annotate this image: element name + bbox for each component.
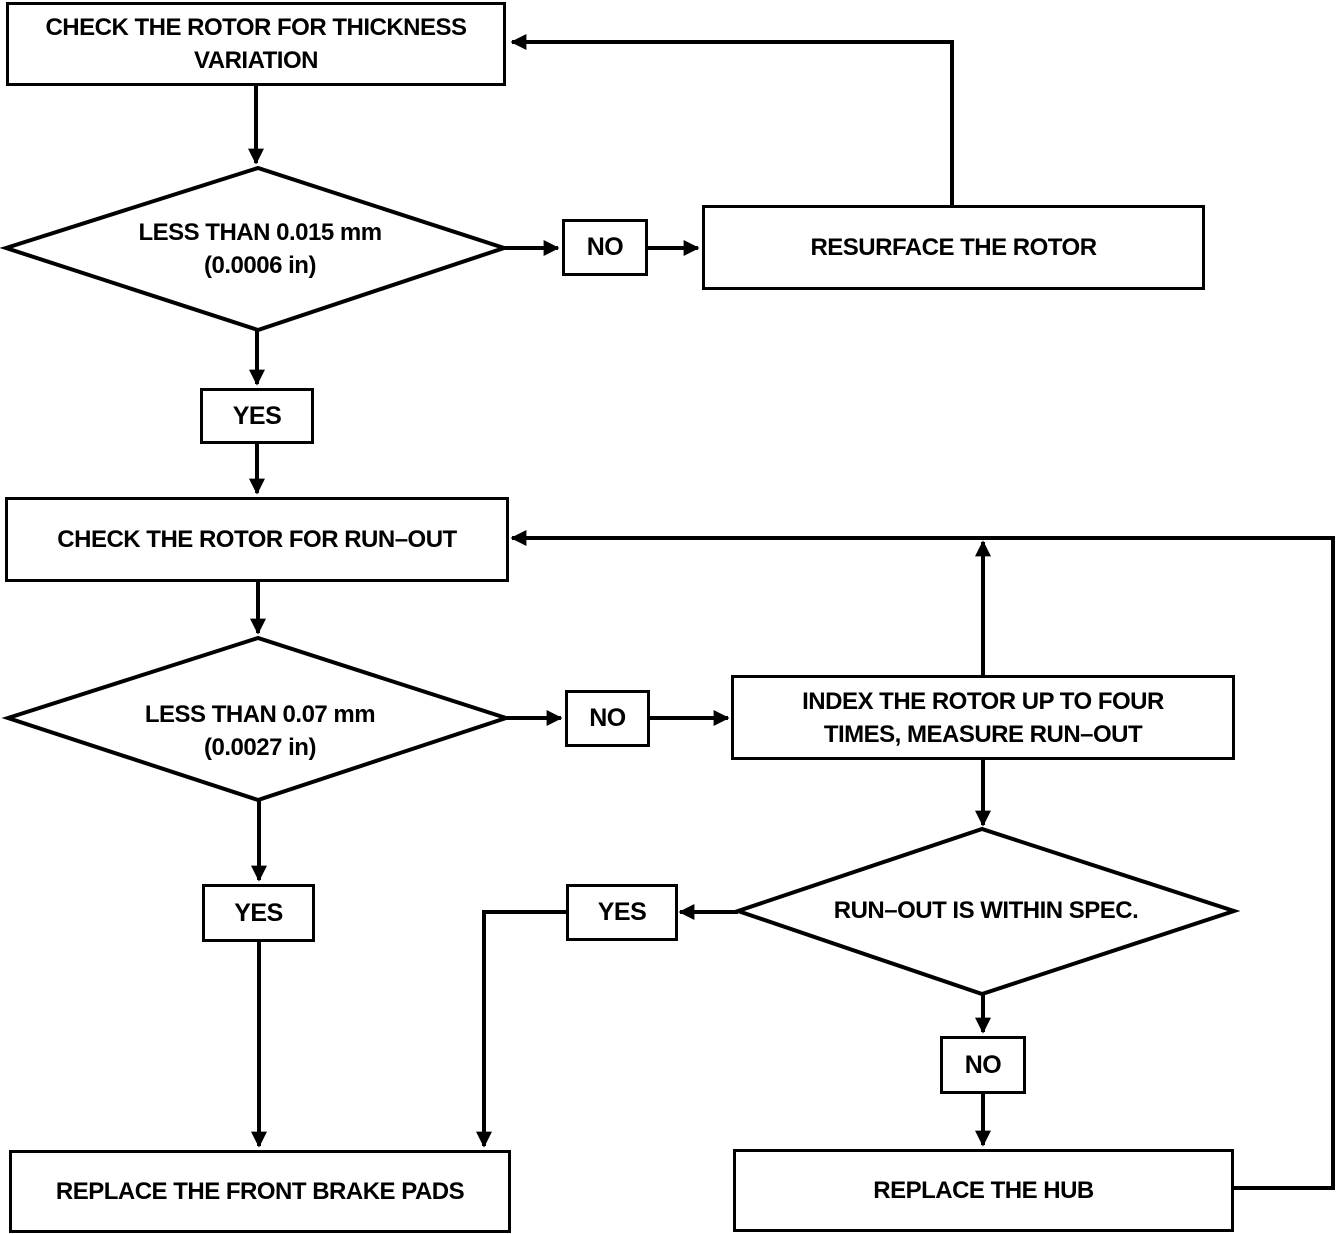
yes-label-2: YES [202,884,315,942]
decision-thickness-text: LESS THAN 0.015 mm (0.0006 in) [138,219,382,279]
decision-spec-shape [731,826,1241,997]
no-label-1: NO [562,219,648,276]
arrow-resurface-to-check [510,34,954,206]
index-rotor-box: INDEX THE ROTOR UP TO FOUR TIMES, MEASUR… [731,675,1235,760]
arrow-replace-hub-to-runout [510,530,1335,1190]
check-runout-box: CHECK THE ROTOR FOR RUN–OUT [5,497,509,582]
no-label-2: NO [565,690,650,747]
arrow-yes3-to-replace-pads [476,910,566,1148]
yes-label-1: YES [200,388,314,444]
no-label-3: NO [940,1036,1026,1094]
decision-runout-text: LESS THAN 0.07 mm (0.0027 in) [144,701,376,761]
decision-spec-text: RUN–OUT IS WITHIN SPEC. [833,896,1139,924]
resurface-rotor-box: RESURFACE THE ROTOR [702,205,1205,290]
check-thickness-box: CHECK THE ROTOR FOR THICKNESS VARIATION [6,2,506,86]
yes-label-3: YES [566,884,678,941]
replace-hub-box: REPLACE THE HUB [733,1149,1234,1232]
replace-pads-box: REPLACE THE FRONT BRAKE PADS [9,1150,511,1233]
